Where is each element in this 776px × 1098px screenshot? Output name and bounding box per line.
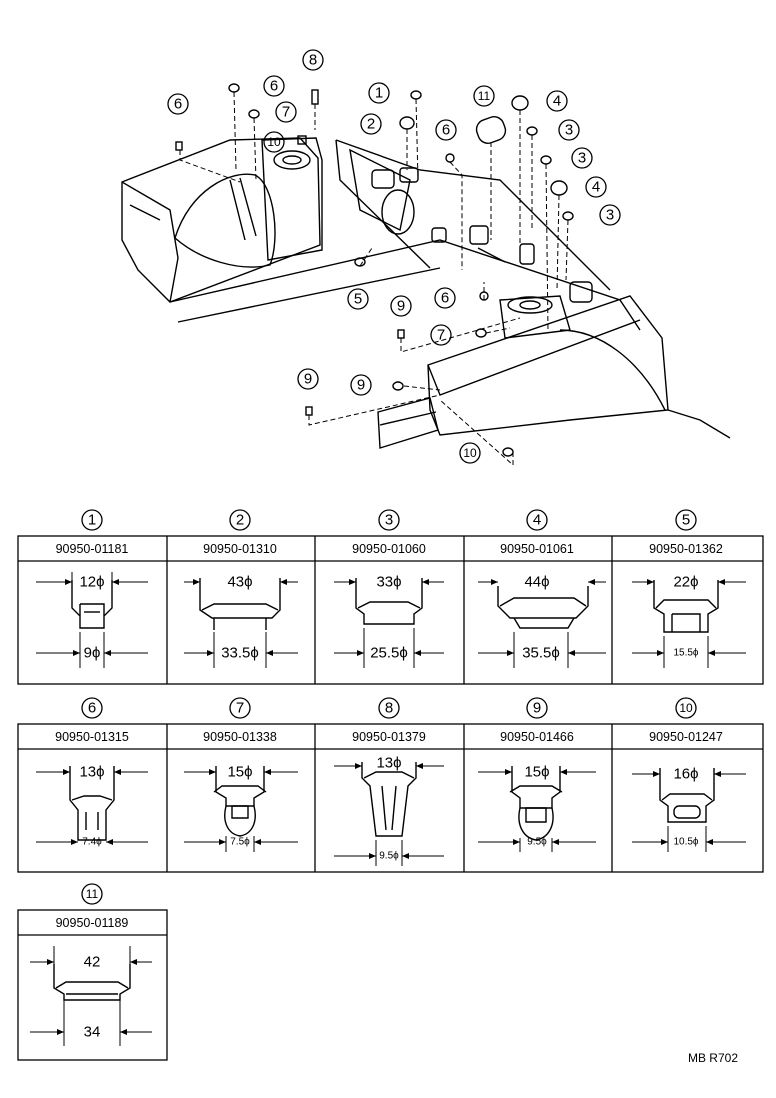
part-no-6: 6 (88, 700, 96, 717)
dim-top-6: 13ϕ (79, 764, 104, 781)
pn-7: 90950-01338 (203, 730, 277, 744)
callout-7b: 7 (437, 327, 445, 344)
part-no-7: 7 (236, 700, 244, 717)
dim-top-3: 33ϕ (376, 574, 401, 591)
dim-top-8: 13ϕ (376, 755, 401, 772)
dim-bottom-10: 10.5ϕ (673, 837, 698, 848)
callout-2: 2 (367, 116, 375, 133)
dim-bottom-5: 15.5ϕ (673, 648, 698, 659)
pn-8: 90950-01379 (352, 730, 426, 744)
callout-7a: 7 (282, 104, 290, 121)
part-no-2: 2 (236, 512, 244, 529)
part-no-9: 9 (533, 700, 541, 717)
dim-top-7: 15ϕ (227, 764, 252, 781)
dim-top-9: 15ϕ (524, 764, 549, 781)
callout-9a: 9 (397, 298, 405, 315)
dim-bottom-1: 9ϕ (84, 645, 101, 662)
cell-number-circles (81, 509, 697, 905)
dim-bottom-8: 9.5ϕ (379, 851, 399, 862)
pn-9: 90950-01466 (500, 730, 574, 744)
parts-table (17, 535, 764, 1061)
callout-3a: 3 (565, 122, 573, 139)
callout-1: 1 (375, 85, 383, 102)
dim-top-11: 42 (84, 954, 101, 971)
pn-2: 90950-01310 (203, 542, 277, 556)
dim-top-2: 43ϕ (227, 574, 252, 591)
callout-6d: 6 (441, 290, 449, 307)
callout-11: 11 (478, 89, 491, 103)
pn-1: 90950-01181 (56, 542, 129, 556)
callout-10a: 10 (267, 135, 281, 149)
part-no-8: 8 (385, 700, 393, 717)
plug-profiles (53, 578, 719, 1001)
callout-5: 5 (354, 291, 362, 308)
dimension-lines (30, 572, 746, 1046)
pn-10: 90950-01247 (649, 730, 723, 744)
dim-bottom-2: 33.5ϕ (221, 645, 259, 662)
pn-3: 90950-01060 (352, 542, 426, 556)
callout-6c: 6 (442, 122, 450, 139)
dim-bottom-6: 7.4ϕ (82, 837, 102, 848)
callout-3c: 3 (606, 207, 614, 224)
pn-5: 90950-01362 (649, 542, 723, 556)
cell-numbers: 1 2 3 4 5 6 7 8 9 10 11 (86, 512, 693, 902)
callout-9c: 9 (304, 371, 312, 388)
dim-top-4: 44ϕ (524, 574, 549, 591)
figure-code: MB R702 (688, 1051, 738, 1065)
dim-bottom-7: 7.5ϕ (230, 837, 250, 848)
callout-6b: 6 (270, 78, 278, 95)
floor-pan-illustration (121, 83, 731, 457)
dim-bottom-9: 9.5ϕ (527, 837, 547, 848)
callouts (167, 49, 621, 464)
leader-lines (179, 91, 569, 467)
callout-6a: 6 (174, 96, 182, 113)
pn-4: 90950-01061 (500, 542, 574, 556)
dim-top-5: 22ϕ (673, 574, 698, 591)
dim-bottom-3: 25.5ϕ (370, 645, 408, 662)
callout-8: 8 (309, 52, 317, 69)
callout-4a: 4 (553, 93, 561, 110)
callout-9b: 9 (357, 377, 365, 394)
part-no-11: 11 (86, 887, 99, 901)
dim-top-1: 12ϕ (79, 574, 104, 591)
callout-4b: 4 (592, 179, 600, 196)
part-numbers: 90950-01181 90950-01310 90950-01060 9095… (55, 542, 723, 930)
dim-bottom-4: 35.5ϕ (522, 645, 560, 662)
callout-10b: 10 (463, 446, 477, 460)
callout-3b: 3 (578, 150, 586, 167)
part-no-5: 5 (682, 512, 690, 529)
dim-bottom-11: 34 (84, 1024, 101, 1041)
callout-labels: 6 6 7 8 10 1 2 6 11 4 3 3 4 3 5 6 9 7 9 … (174, 52, 614, 461)
pn-6: 90950-01315 (55, 730, 129, 744)
part-no-4: 4 (533, 512, 541, 529)
part-no-3: 3 (385, 512, 393, 529)
dim-top-10: 16ϕ (673, 766, 698, 783)
part-no-10: 10 (679, 701, 693, 715)
dimension-labels: 12ϕ 9ϕ 43ϕ 33.5ϕ 33ϕ 25.5ϕ 44ϕ 35.5ϕ 22ϕ… (79, 574, 698, 1041)
part-no-1: 1 (88, 512, 96, 529)
pn-11: 90950-01189 (56, 916, 129, 930)
